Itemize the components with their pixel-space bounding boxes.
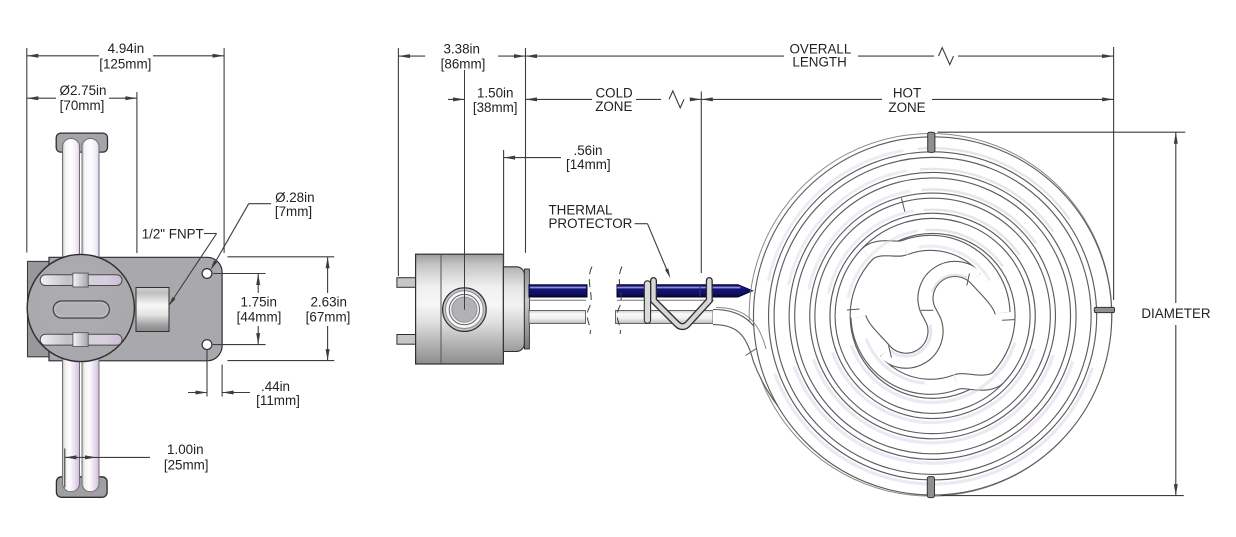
svg-text:COLD: COLD xyxy=(595,85,633,100)
svg-text:[70mm]: [70mm] xyxy=(60,98,105,113)
svg-text:[38mm]: [38mm] xyxy=(473,100,518,115)
svg-text:2.63in: 2.63in xyxy=(310,295,346,310)
svg-text:[25mm]: [25mm] xyxy=(164,457,209,472)
svg-text:4.94in: 4.94in xyxy=(108,41,144,56)
svg-text:[14mm]: [14mm] xyxy=(566,157,611,172)
svg-text:THERMAL: THERMAL xyxy=(549,202,613,217)
svg-text:1/2" FNPT: 1/2" FNPT xyxy=(142,226,204,241)
svg-text:ZONE: ZONE xyxy=(888,100,925,115)
svg-text:OVERALL: OVERALL xyxy=(790,42,852,57)
svg-text:[11mm]: [11mm] xyxy=(256,393,300,408)
svg-text:[67mm]: [67mm] xyxy=(306,310,351,325)
svg-text:1.00in: 1.00in xyxy=(167,442,203,457)
svg-text:3.38in: 3.38in xyxy=(443,41,479,56)
svg-text:DIAMETER: DIAMETER xyxy=(1141,306,1211,321)
svg-text:[86mm]: [86mm] xyxy=(441,56,486,71)
svg-text:HOT: HOT xyxy=(893,85,921,100)
svg-text:Ø2.75in: Ø2.75in xyxy=(60,83,107,98)
svg-text:.44in: .44in xyxy=(261,379,290,394)
svg-text:LENGTH: LENGTH xyxy=(792,54,846,69)
svg-text:1.50in: 1.50in xyxy=(477,85,513,100)
svg-text:.56in: .56in xyxy=(573,143,602,158)
svg-text:1.75in: 1.75in xyxy=(240,295,276,310)
svg-text:[125mm]: [125mm] xyxy=(99,56,151,71)
svg-text:[44mm]: [44mm] xyxy=(237,310,282,325)
svg-text:[7mm]: [7mm] xyxy=(275,204,312,219)
svg-text:PROTECTOR: PROTECTOR xyxy=(549,216,633,231)
svg-text:ZONE: ZONE xyxy=(595,99,632,114)
svg-text:Ø.28in: Ø.28in xyxy=(275,190,314,205)
